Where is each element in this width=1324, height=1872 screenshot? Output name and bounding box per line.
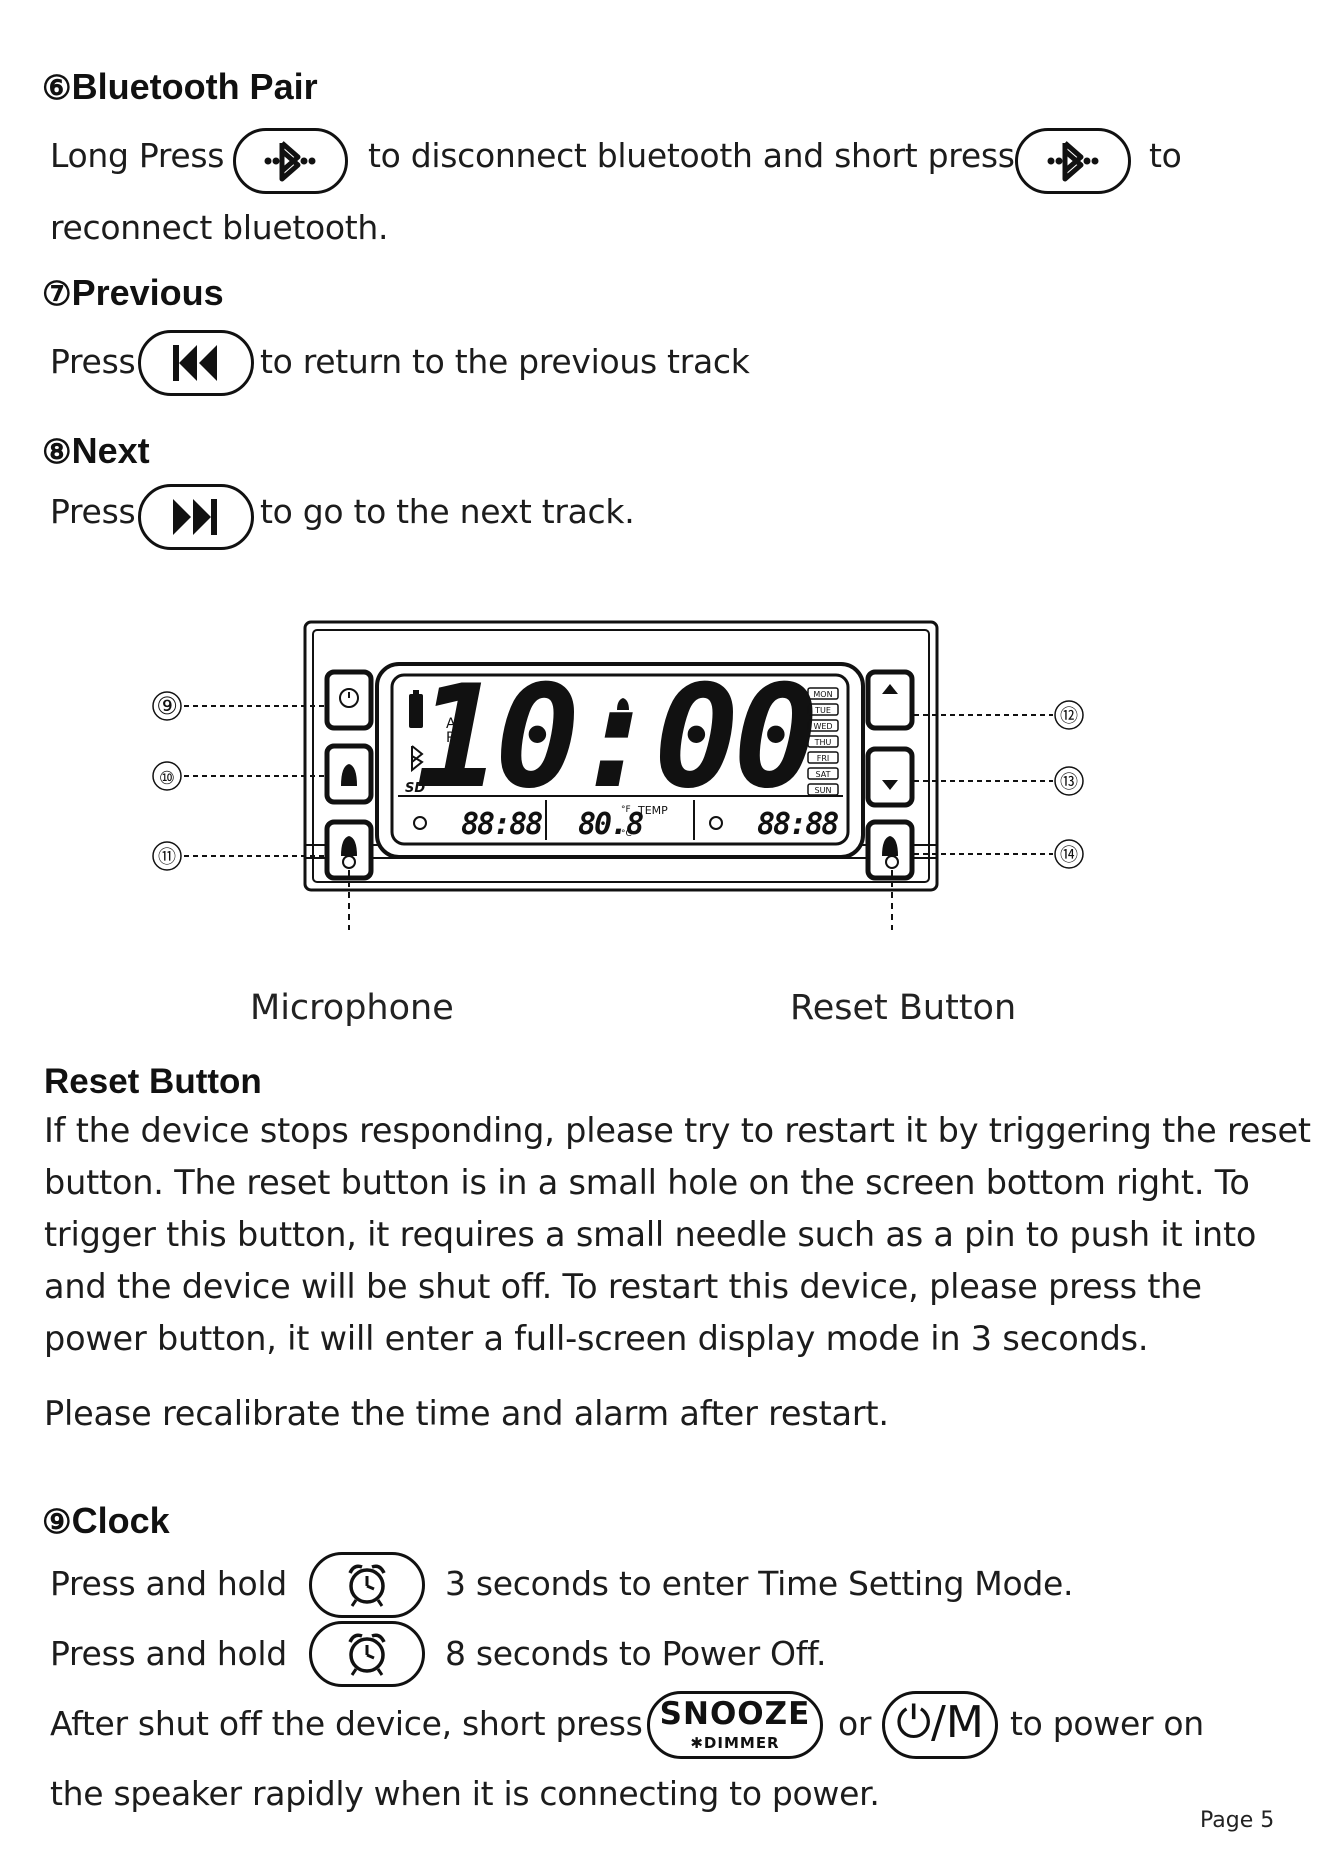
section-6-disconnect-text: to disconnect bluetooth and short press (368, 136, 1015, 175)
alarm-clock-icon (348, 1564, 386, 1607)
button-11-alarm2 (324, 819, 374, 881)
section-7-heading: ⑦Previous (42, 272, 224, 314)
section-8-number: ⑧ (42, 433, 72, 470)
temp-unit-c: °C (621, 829, 632, 839)
temp-unit-f: °F (621, 805, 631, 815)
section-6-number: ⑥ (42, 69, 72, 106)
section-8-heading: ⑧Next (42, 430, 150, 472)
display-screen (390, 673, 850, 846)
day-sun: SUN (815, 786, 832, 795)
reset-paragraph-line: power button, it will enter a full-scree… (44, 1319, 1149, 1358)
bluetooth-button-icon-1 (233, 128, 348, 194)
section-9-title: Clock (71, 1500, 170, 1541)
sd-indicator: SD (405, 781, 425, 796)
button-10-alarm1 (324, 743, 374, 805)
section-9-row1-text: 3 seconds to enter Time Setting Mode. (445, 1564, 1074, 1603)
alarm-clock-icon (348, 1633, 386, 1676)
dimmer-label: ✱DIMMER (690, 1734, 780, 1752)
reset-paragraph-line: trigger this button, it requires a small… (44, 1215, 1257, 1254)
reset-hole (885, 855, 899, 869)
section-6-reconnect-text: reconnect bluetooth. (50, 208, 389, 247)
previous-track-icon (173, 345, 217, 381)
section-8-title: Next (71, 430, 150, 471)
battery-icon (409, 694, 423, 728)
clock-button-icon-2 (309, 1621, 425, 1687)
callout-11: ⑪ (158, 847, 176, 868)
next-track-icon (173, 499, 217, 535)
page-number: Page 5 (1200, 1808, 1275, 1833)
section-7-description: to return to the previous track (260, 342, 750, 381)
clock-diagram: ⑨ ⑩ ⑪ ⑫ ⑬ ⑭ SD AM PM 10:00 MON TUE WED T… (152, 620, 1084, 930)
section-8-press-text: Press (50, 492, 136, 531)
day-thu: THU (814, 738, 832, 747)
am-indicator: AM (446, 716, 468, 732)
power-mode-label: ⏻/M (896, 1697, 984, 1748)
alarm-bell-icon (617, 698, 629, 710)
weekday-indicators: MON TUE WED THU FRI SAT SUN (807, 687, 839, 796)
snooze-dimmer-button-icon: SNOOZE ✱DIMMER (647, 1691, 823, 1759)
callout-14: ⑭ (1060, 845, 1078, 866)
reset-paragraph-line: If the device stops responding, please t… (44, 1111, 1311, 1150)
reset-paragraph-line: and the device will be shut off. To rest… (44, 1267, 1202, 1306)
section-9-heading: ⑨Clock (42, 1500, 170, 1542)
day-mon: MON (813, 690, 832, 699)
section-9-row2-text: 8 seconds to Power Off. (445, 1634, 827, 1673)
section-9-press-hold-2: Press and hold (50, 1634, 287, 1673)
next-button-icon (138, 484, 254, 550)
section-6-title: Bluetooth Pair (71, 66, 318, 107)
temperature-value: 80.8 (578, 807, 643, 842)
previous-button-icon (138, 330, 254, 396)
pm-indicator: PM (446, 730, 467, 746)
section-9-row3-text-b: to power on (1010, 1704, 1204, 1743)
day-tue: TUE (814, 706, 831, 715)
reset-paragraph-line: button. The reset button is in a small h… (44, 1163, 1250, 1202)
button-12-up (865, 669, 915, 731)
reset-note: Please recalibrate the time and alarm af… (44, 1394, 889, 1433)
section-9-row3-text-a: After shut off the device, short press (50, 1704, 643, 1743)
alarm2-time: 88:88 (757, 807, 838, 842)
section-9-row4-text: the speaker rapidly when it is connectin… (50, 1774, 880, 1813)
microphone-label: Microphone (250, 988, 454, 1028)
callout-10: ⑩ (159, 768, 175, 789)
section-7-number: ⑦ (42, 275, 72, 312)
section-7-press-text: Press (50, 342, 136, 381)
alarm1-icon (413, 816, 427, 830)
alarm2-icon (709, 816, 723, 830)
section-9-or-text: or (838, 1704, 872, 1743)
microphone-hole (342, 855, 356, 869)
button-9-clock (324, 669, 374, 731)
section-8-description: to go to the next track. (260, 492, 635, 531)
power-mode-button-icon: ⏻/M (882, 1691, 998, 1759)
callout-13: ⑬ (1060, 772, 1078, 793)
section-9-number: ⑨ (42, 1503, 72, 1540)
callout-9: ⑨ (156, 692, 178, 720)
alarm1-time: 88:88 (461, 807, 542, 842)
main-time-display: 10:00 (415, 655, 813, 820)
day-sat: SAT (816, 770, 831, 779)
section-9-press-hold-1: Press and hold (50, 1564, 287, 1603)
callout-12: ⑫ (1060, 706, 1078, 727)
bluetooth-status-icon (411, 745, 424, 773)
reset-heading: Reset Button (44, 1062, 262, 1101)
clock-button-icon-1 (309, 1552, 425, 1618)
device-inner-frame (312, 629, 930, 883)
button-13-down (865, 746, 915, 808)
reset-button-label: Reset Button (790, 988, 1017, 1028)
snooze-label: SNOOZE (659, 1696, 811, 1732)
button-14-snooze (865, 819, 915, 881)
day-fri: FRI (817, 754, 830, 763)
bluetooth-icon (1047, 141, 1099, 182)
section-6-heading: ⑥Bluetooth Pair (42, 66, 318, 108)
temp-label: TEMP (637, 804, 668, 817)
section-6-long-press-text: Long Press (50, 136, 225, 175)
day-wed: WED (813, 722, 832, 731)
bluetooth-icon (264, 141, 316, 182)
bluetooth-button-icon-2 (1015, 128, 1131, 194)
section-6-to-text: to (1149, 136, 1182, 175)
section-7-title: Previous (71, 272, 224, 313)
